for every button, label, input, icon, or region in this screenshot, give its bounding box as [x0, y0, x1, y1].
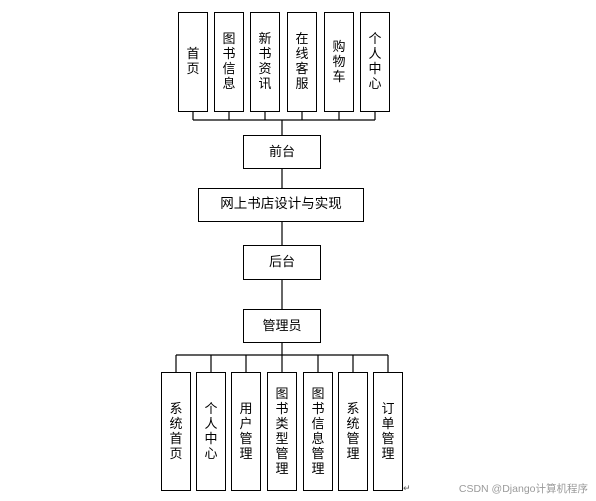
paragraph-mark: ↵: [403, 484, 411, 494]
frontend-node: 前台: [243, 135, 321, 169]
admin-node: 管理员: [243, 309, 321, 343]
module-label: 首页: [186, 47, 200, 77]
frontend-module-book-info: 图书信息: [214, 12, 244, 112]
module-label: 订单管理: [381, 401, 395, 462]
watermark: CSDN @Django计算机程序: [458, 483, 588, 495]
admin-module-book-type-management: 图书类型管理: [267, 372, 297, 491]
system-title-node: 网上书店设计与实现: [198, 188, 364, 222]
admin-module-book-info-management: 图书信息管理: [303, 372, 333, 491]
frontend-label: 前台: [268, 144, 295, 160]
frontend-module-new-books: 新书资讯: [250, 12, 280, 112]
frontend-module-online-service: 在线客服: [287, 12, 317, 112]
module-label: 购物车: [332, 39, 346, 85]
frontend-module-cart: 购物车: [324, 12, 354, 112]
module-label: 图书类型管理: [275, 386, 289, 477]
backend-label: 后台: [268, 255, 295, 270]
module-label: 个人中心: [204, 401, 218, 462]
frontend-module-personal-center: 个人中心: [360, 12, 390, 112]
module-label: 图书信息管理: [311, 386, 325, 477]
admin-module-user-management: 用户管理: [231, 372, 261, 491]
admin-module-system-home: 系统首页: [161, 372, 191, 491]
module-label: 图书信息: [222, 32, 236, 92]
system-title: 网上书店设计与实现: [220, 196, 342, 213]
module-label: 个人中心: [368, 32, 382, 92]
module-label: 在线客服: [295, 32, 309, 92]
admin-module-system-management: 系统管理: [338, 372, 368, 491]
admin-label: 管理员: [262, 318, 302, 334]
backend-node: 后台: [243, 245, 321, 280]
module-label: 用户管理: [239, 401, 253, 462]
module-label: 新书资讯: [258, 32, 272, 92]
admin-module-personal-center: 个人中心: [196, 372, 226, 491]
frontend-module-home: 首页: [178, 12, 208, 112]
module-label: 系统首页: [169, 401, 183, 462]
admin-module-order-management: 订单管理: [373, 372, 403, 491]
module-label: 系统管理: [346, 401, 360, 462]
